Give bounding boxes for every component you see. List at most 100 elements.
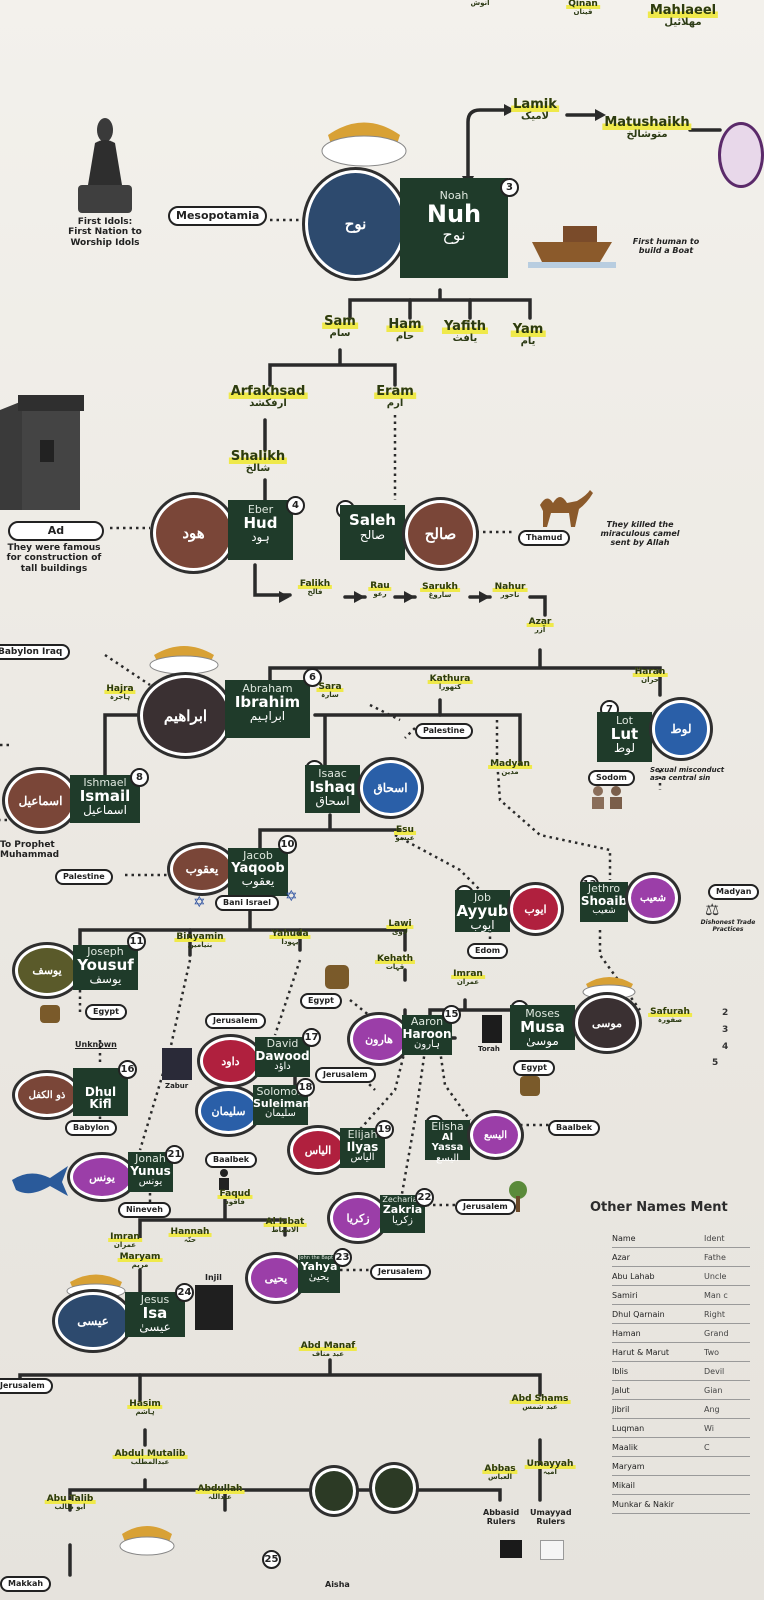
name-cell: Mikail [612,1480,635,1490]
umayyah-english: Umayyah [524,1459,576,1470]
step-4: 4 [722,1042,729,1052]
name-cell: Name [612,1233,636,1243]
name-cell: Haman [612,1328,641,1338]
hannah-arabic: حنّہ [183,1236,196,1245]
nuh-number: 3 [500,178,519,197]
sarukh-arabic: ساروغ [428,591,452,600]
yahuda-label: Yahuda یہودا [269,929,311,947]
abd-shams-label: Abd Shams عبد شمس [509,1394,571,1412]
star-of-david-icon-2: ✡ [285,887,298,905]
ismail-card: Ishmael Ismail اسماعیل [70,775,140,823]
musa-arabic: موسیٰ [526,1034,559,1049]
nuh-title: Noah [439,189,469,202]
yaqoob-arabic: یعقوب [241,874,275,889]
falikh-arabic: فالخ [307,588,323,597]
faqud-arabic: فاقود [225,1198,245,1207]
table-row: Munkar & Nakir [612,1495,750,1514]
jerusalem-place-3: Jerusalem [455,1199,516,1215]
madyan-arabic: مدین [501,768,519,777]
ibrahim-title: Abraham [242,682,293,695]
ayyub-title: Job [474,891,491,904]
ilyas-title: Elijah [347,1128,378,1141]
ad-note: They were famous for construction of tal… [6,543,102,574]
table-row: Maryam [612,1457,750,1476]
tower-icon [0,395,84,510]
eram-arabic: ارم [386,397,404,409]
dhulkifl-number: 16 [118,1060,137,1079]
dawood-arabic: داؤد [274,1061,291,1073]
meaning-cell: Devil [704,1366,725,1376]
yaqoob-name: Yaqoob [231,860,285,876]
maryam-arabic: مریم [131,1261,149,1270]
dawood-name: Dawood [255,1048,310,1063]
rau-english: Rau [368,581,392,592]
dawood-medallion: داود [200,1037,261,1085]
eram-english: Eram [374,384,416,399]
meaning-cell: Two [704,1347,719,1357]
star-of-david-icon: ✡ [193,893,206,911]
jerusalem-place-1: Jerusalem [205,1013,266,1029]
safurah-arabic: صفورہ [657,1016,683,1025]
thamud-place: Thamud [518,530,571,546]
meaning-cell: Right [704,1309,726,1319]
yousuf-medallion: يوسف [15,945,79,996]
hannah-label: Hannah حنّہ [168,1227,212,1245]
haroon-name: Haroon [402,1026,452,1041]
shalikh-english: Shalikh [228,449,288,464]
name-cell: Abu Lahab [612,1271,655,1281]
zabur-label: Zabur [165,1082,189,1090]
yafith-english: Yafith [441,319,489,334]
lawi-english: Lawi [386,919,414,930]
yam-english: Yam [510,322,546,337]
qinan-label: Qinan قينان [566,0,600,17]
abdullah-label: Abdullah عبداللہ [195,1484,245,1502]
yam-arabic: يام [520,335,536,347]
haroon-title: Aaron [410,1015,444,1028]
abbas-label: Abbas العباس [482,1464,518,1482]
torah-book-icon [482,1015,502,1043]
pharaoh-icon [40,1005,60,1023]
hud-card: Eber Hud ہود [228,500,293,560]
to-prophet-muhammad-note: To Prophet Muhammad [0,840,60,861]
azar-arabic: آزر [534,626,546,635]
faqud-english: Faqud [217,1189,253,1200]
binyamin-english: Binyamin [174,932,226,943]
maryam-english: Maryam [117,1252,163,1263]
imran-arabic: عمران [113,1241,137,1250]
saleh-medallion: صالح [405,500,476,568]
imran-top-arabic: عمران [456,978,480,987]
yahya-title: John the Baptist [299,1255,339,1261]
musa-name: Musa [520,1017,565,1036]
yaqoob-number: 10 [278,835,297,854]
zakria-arabic: زکریا [392,1214,413,1226]
ayyub-medallion: ايوب [510,885,561,933]
kehath-label: Kehath قہات [374,954,416,972]
arfakhsad-label: Arfakhsad ارفكشد [228,385,308,409]
babylon-iraq-place: Babylon Iraq [0,644,71,660]
shoaib-name: Shoaib [580,893,628,908]
suleiman-title: Solomon [256,1085,305,1098]
yaqoob-medallion: يعقوب [170,845,234,893]
nahur-label: Nahur ناحور [492,582,528,600]
jerusalem-place-5: Jerusalem [0,1378,53,1394]
meaning-cell: Ident [704,1233,725,1243]
binyamin-arabic: بنیامین [187,941,213,950]
isa-arabic: عیسیٰ [139,1320,171,1335]
suleiman-medallion: سليمان [198,1088,259,1134]
al-isbat-english: Al Isbat [263,1217,307,1228]
matushaikh-arabic: متوشالخ [626,128,668,140]
hasim-english: Hasim [127,1399,163,1410]
isa-card: Jesus Isa عیسیٰ [125,1292,185,1337]
name-cell: Iblis [612,1366,629,1376]
lut-card: Lot Lut لوط [597,712,652,762]
ismail-arabic: اسماعیل [83,803,127,818]
hasim-label: Hasim ہاشم [127,1399,163,1417]
yousuf-name: Yousuf [77,955,134,974]
esu-arabic: عیسو [395,834,415,843]
